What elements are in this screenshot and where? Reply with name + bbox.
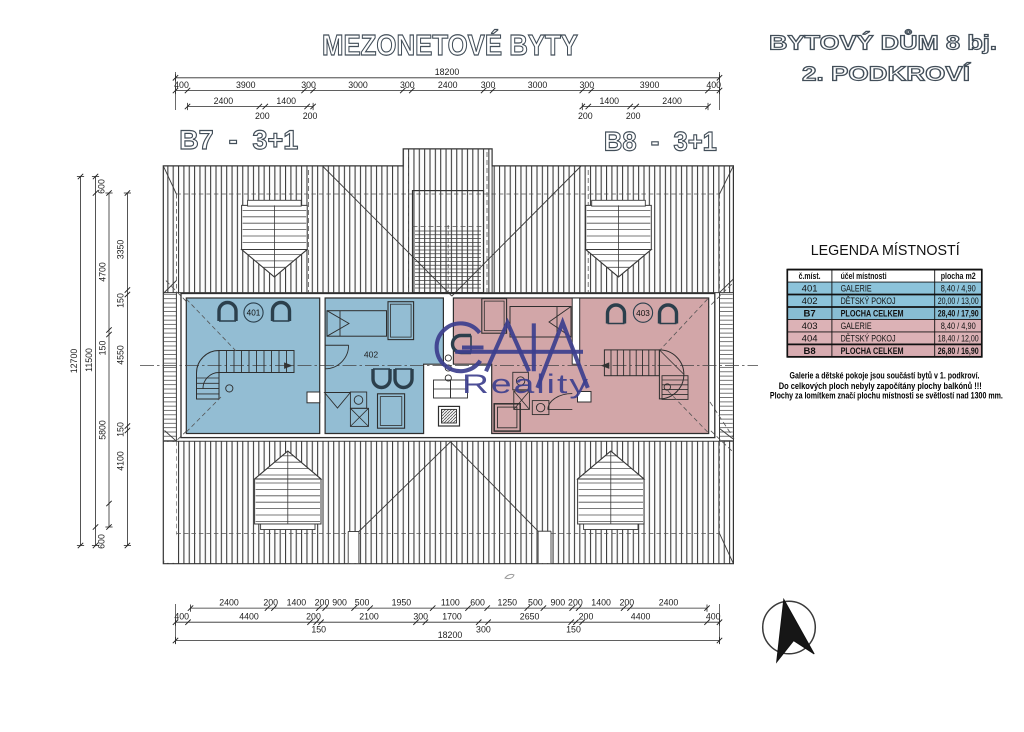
svg-text:B8: B8	[804, 346, 816, 357]
svg-text:2400: 2400	[438, 80, 458, 90]
svg-text:400: 400	[706, 612, 721, 622]
svg-text:600: 600	[470, 598, 485, 608]
svg-text:Plochy za lomítkem značí ploch: Plochy za lomítkem značí plochu místnost…	[770, 391, 1003, 401]
svg-text:400: 400	[706, 80, 721, 90]
svg-text:11500: 11500	[84, 348, 94, 372]
svg-text:12700: 12700	[69, 349, 79, 374]
svg-text:8,40 / 4,90: 8,40 / 4,90	[941, 284, 976, 295]
svg-text:PLOCHA CELKEM: PLOCHA CELKEM	[841, 308, 904, 319]
svg-text:150: 150	[98, 341, 108, 356]
svg-text:300: 300	[301, 80, 316, 90]
svg-text:4550: 4550	[116, 345, 126, 365]
svg-text:400: 400	[174, 80, 189, 90]
svg-text:150: 150	[116, 293, 126, 308]
svg-text:200: 200	[578, 111, 593, 121]
svg-text:4400: 4400	[239, 612, 259, 622]
svg-text:403: 403	[636, 309, 650, 318]
svg-text:402: 402	[364, 350, 379, 360]
svg-text:20,00 / 13,00: 20,00 / 13,00	[938, 296, 979, 307]
svg-text:403: 403	[802, 321, 818, 332]
svg-text:2650: 2650	[520, 612, 540, 622]
svg-text:DĚTSKÝ POKOJ: DĚTSKÝ POKOJ	[841, 296, 896, 307]
svg-text:4400: 4400	[631, 612, 651, 622]
svg-text:404: 404	[802, 333, 818, 344]
svg-text:900: 900	[550, 598, 565, 608]
svg-text:5800: 5800	[98, 420, 108, 440]
svg-text:B7 - 3+1: B7 - 3+1	[179, 125, 298, 155]
svg-text:účel místnosti: účel místnosti	[841, 271, 887, 282]
svg-text:4100: 4100	[116, 451, 126, 471]
svg-text:200: 200	[306, 612, 321, 622]
svg-text:2. PODKROVÍ: 2. PODKROVÍ	[802, 63, 972, 86]
svg-text:200: 200	[315, 598, 330, 608]
svg-text:1950: 1950	[392, 598, 412, 608]
svg-text:300: 300	[400, 80, 415, 90]
svg-text:200: 200	[568, 598, 583, 608]
svg-text:1400: 1400	[287, 598, 307, 608]
svg-text:2100: 2100	[359, 612, 379, 622]
svg-text:č.míst.: č.míst.	[799, 271, 821, 282]
svg-text:PLOCHA CELKEM: PLOCHA CELKEM	[841, 346, 904, 357]
svg-text:plocha m2: plocha m2	[941, 271, 976, 282]
svg-text:1250: 1250	[498, 598, 518, 608]
svg-text:2400: 2400	[659, 598, 679, 608]
svg-text:18200: 18200	[435, 67, 460, 77]
svg-text:2400: 2400	[662, 96, 682, 106]
svg-text:MEZONETOVÉ BYTY: MEZONETOVÉ BYTY	[322, 28, 578, 62]
svg-text:3000: 3000	[528, 80, 548, 90]
svg-text:26,80 / 16,90: 26,80 / 16,90	[938, 346, 979, 357]
svg-text:300: 300	[476, 625, 491, 635]
svg-text:300: 300	[481, 80, 496, 90]
svg-text:900: 900	[332, 598, 347, 608]
svg-text:300: 300	[579, 80, 594, 90]
svg-text:GALERIE: GALERIE	[841, 321, 872, 332]
svg-text:150: 150	[311, 625, 326, 635]
svg-text:B7: B7	[804, 308, 816, 319]
svg-text:Reality: Reality	[462, 369, 590, 399]
svg-text:401: 401	[247, 309, 261, 318]
svg-text:B8 - 3+1: B8 - 3+1	[604, 127, 717, 157]
svg-text:3350: 3350	[116, 240, 126, 260]
svg-text:18,40 / 12,00: 18,40 / 12,00	[938, 333, 979, 344]
svg-text:150: 150	[116, 422, 126, 437]
svg-text:3900: 3900	[236, 80, 256, 90]
svg-text:4700: 4700	[98, 262, 108, 282]
svg-text:600: 600	[97, 179, 107, 194]
svg-text:BYTOVÝ DŮM 8 bj.: BYTOVÝ DŮM 8 bj.	[769, 29, 997, 55]
svg-text:600: 600	[97, 534, 107, 549]
svg-text:1100: 1100	[441, 598, 460, 608]
svg-text:402: 402	[802, 296, 818, 307]
svg-text:1400: 1400	[276, 96, 296, 106]
svg-text:3000: 3000	[348, 80, 368, 90]
svg-text:1400: 1400	[600, 96, 620, 106]
svg-text:3900: 3900	[640, 80, 660, 90]
svg-text:1400: 1400	[591, 598, 611, 608]
svg-text:401: 401	[802, 284, 818, 295]
svg-text:2400: 2400	[214, 96, 234, 106]
svg-text:2400: 2400	[219, 598, 239, 608]
svg-text:400: 400	[174, 612, 189, 622]
svg-text:200: 200	[255, 111, 270, 121]
svg-text:200: 200	[619, 598, 634, 608]
svg-text:LEGENDA MÍSTNOSTÍ: LEGENDA MÍSTNOSTÍ	[811, 242, 961, 259]
svg-text:Do celkových ploch nebyly zapo: Do celkových ploch nebyly započítány plo…	[779, 381, 982, 391]
svg-text:150: 150	[566, 625, 581, 635]
svg-text:Galerie a dětské pokoje jsou s: Galerie a dětské pokoje jsou součástí by…	[790, 370, 980, 380]
svg-text:DĚTSKÝ POKOJ: DĚTSKÝ POKOJ	[841, 333, 896, 344]
svg-text:200: 200	[303, 111, 318, 121]
svg-text:18200: 18200	[438, 630, 463, 640]
svg-text:1700: 1700	[442, 612, 462, 622]
svg-text:200: 200	[263, 598, 278, 608]
svg-text:8,40 / 4,90: 8,40 / 4,90	[941, 321, 976, 332]
svg-text:300: 300	[413, 612, 428, 622]
svg-text:500: 500	[355, 598, 370, 608]
svg-text:28,40 / 17,90: 28,40 / 17,90	[938, 308, 979, 319]
svg-text:GALERIE: GALERIE	[841, 284, 872, 295]
svg-text:200: 200	[579, 612, 594, 622]
svg-text:500: 500	[528, 598, 543, 608]
svg-text:200: 200	[626, 111, 641, 121]
